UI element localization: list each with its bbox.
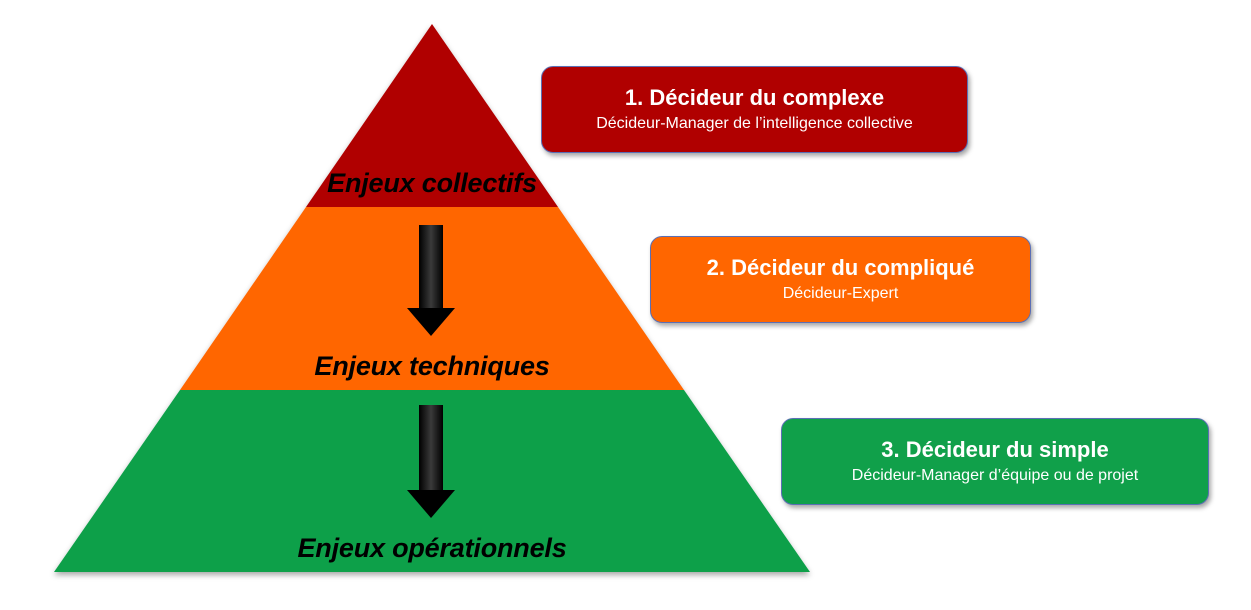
decider-box-simple: 3. Décideur du simple Décideur-Manager d… bbox=[781, 418, 1209, 505]
box-subtitle: Décideur-Manager d’équipe ou de projet bbox=[851, 466, 1139, 484]
decider-box-complique: 2. Décideur du compliqué Décideur-Expert bbox=[650, 236, 1031, 323]
box-title: 3. Décideur du simple bbox=[881, 436, 1109, 462]
box-subtitle: Décideur-Expert bbox=[782, 284, 899, 302]
tier-top-collectifs bbox=[306, 24, 558, 207]
box-title: 2. Décideur du compliqué bbox=[706, 254, 975, 280]
box-title: 1. Décideur du complexe bbox=[624, 84, 885, 110]
tier-label-techniques: Enjeux techniques bbox=[314, 351, 550, 381]
tier-label-operationnels: Enjeux opérationnels bbox=[297, 533, 567, 563]
box-subtitle: Décideur-Manager de l’intelligence colle… bbox=[596, 114, 913, 132]
down-arrow-icon bbox=[407, 405, 455, 518]
tier-label-collectifs: Enjeux collectifs bbox=[327, 168, 537, 198]
decider-box-complexe: 1. Décideur du complexe Décideur-Manager… bbox=[541, 66, 968, 153]
down-arrow-icon bbox=[407, 225, 455, 336]
